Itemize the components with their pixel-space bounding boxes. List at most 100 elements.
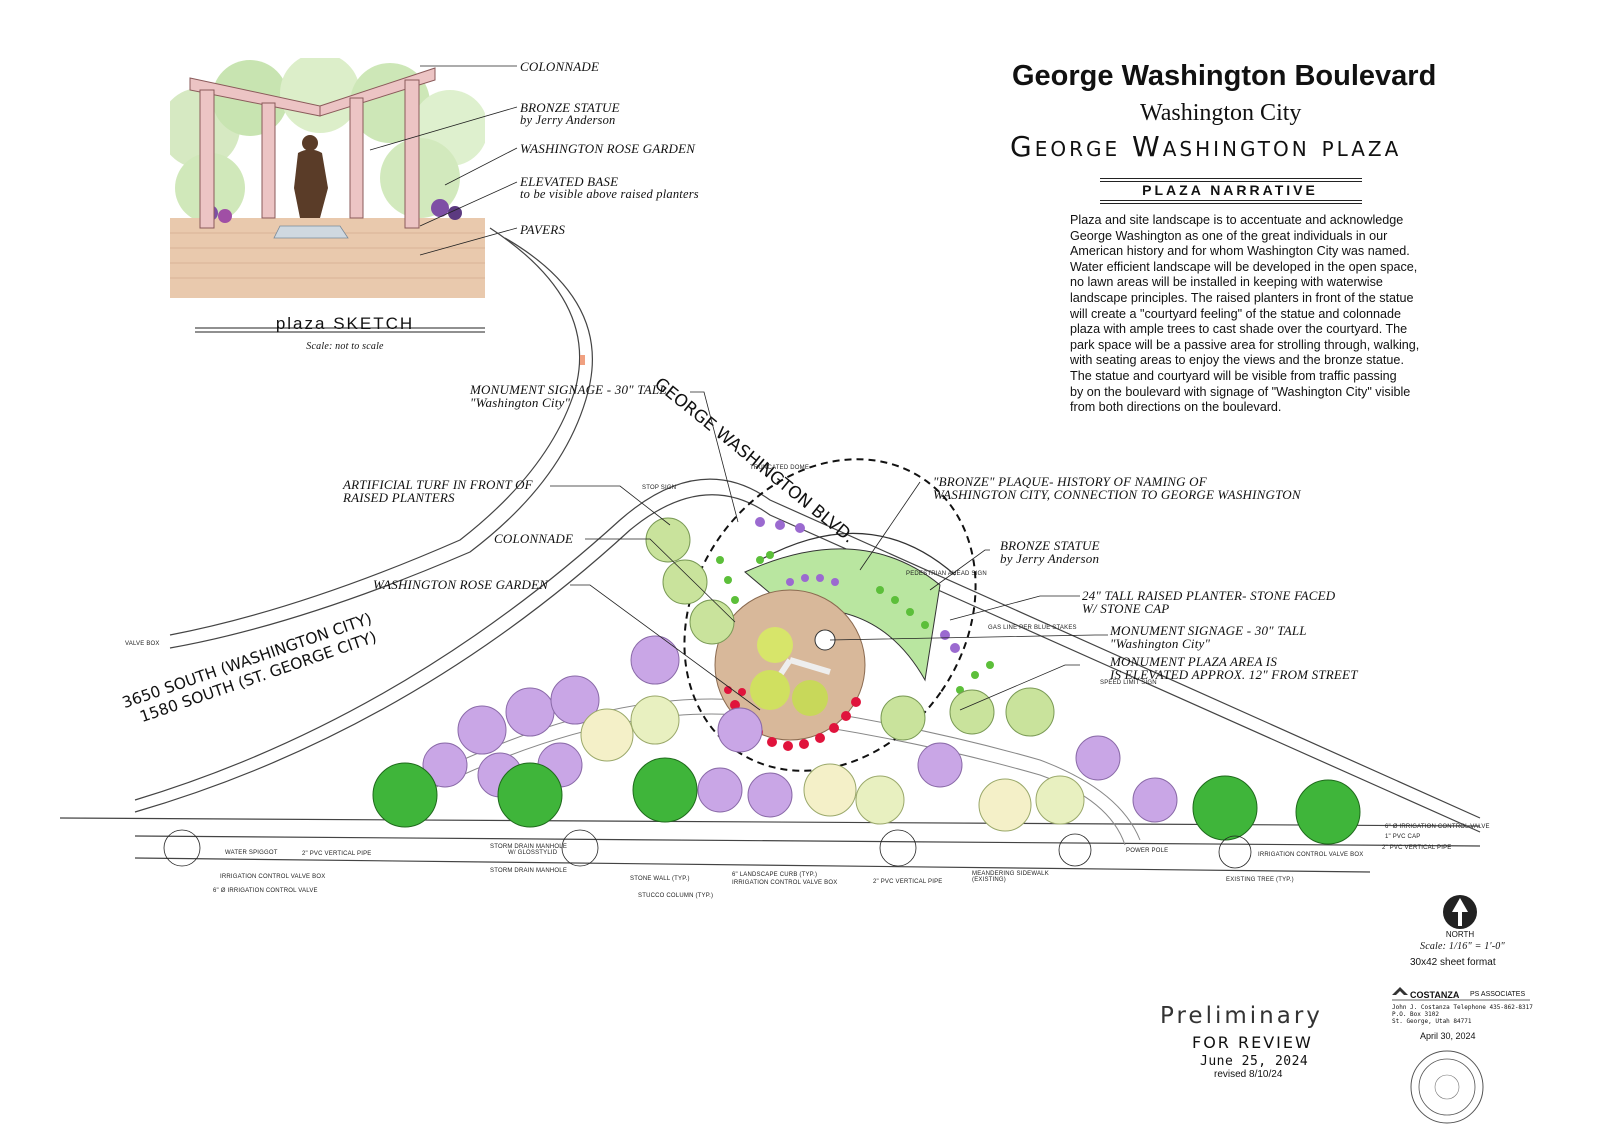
title-main: George Washington Boulevard [1012, 60, 1437, 92]
narrative-line: from both directions on the boulevard. [1070, 400, 1282, 415]
sketch-callout-base-note: to be visible above raised planters [520, 187, 699, 201]
label-truncated-dome: TRUNCATED DOME [750, 465, 810, 471]
label-stone-wall: STONE WALL (TYP.) [630, 876, 690, 882]
survey-marker [580, 355, 585, 365]
callout-raised-planter-sub: W/ STONE CAP [1082, 601, 1170, 616]
raised-planter-wall [759, 532, 956, 576]
narrative-line: The statue and courtyard will be visible… [1070, 368, 1397, 383]
narrative-line: plaza with ample trees to cast shade ove… [1070, 322, 1408, 337]
label-storm-drain-1-line-1: STORM DRAIN MANHOLE [490, 844, 568, 850]
plan-tree [757, 627, 793, 663]
sketch-callout-colonnade: COLONNADE [520, 59, 600, 74]
firm-name: COSTANZA [1410, 990, 1460, 1000]
north-label: NORTH [1445, 930, 1475, 939]
review-date: June 25, 2024 [1200, 1054, 1309, 1069]
north-arrow-icon [1443, 895, 1477, 929]
sketch-bronze-statue [294, 135, 328, 218]
label-stucco-column: STUCCO COLUMN (TYP.) [638, 893, 714, 899]
label-sidewalk-line-2: (EXISTING) [972, 877, 1007, 883]
narrative-line: American history and for whom Washington… [1070, 244, 1410, 259]
firm-contact-line-2: P.O. Box 3102 [1392, 1011, 1439, 1018]
callout-elevated-plaza-label: MONUMENT PLAZA AREA IS [1110, 654, 1278, 669]
sketch-callout-statue: BRONZE STATUE by Jerry Anderson [520, 101, 620, 127]
trees-cream [580, 695, 1085, 832]
title-plaza: George Washington plaza [1010, 130, 1402, 163]
for-review-label: FOR REVIEW [1192, 1033, 1313, 1052]
sketch-callout-base-label: ELEVATED BASE [520, 174, 619, 189]
sketch-callout-rose-garden: WASHINGTON ROSE GARDEN [520, 141, 696, 156]
firm-contact-line-3: St. George, Utah 84771 [1392, 1018, 1472, 1025]
scale-label: Scale: 1/16" = 1'-0" [1420, 941, 1505, 952]
plan-tree [792, 680, 828, 716]
plaza-boundary-dashed [683, 458, 977, 772]
callout-monument-signage-right-label: MONUMENT SIGNAGE - 30" TALL [1110, 623, 1307, 638]
sketch-elevated-base [273, 225, 349, 239]
callout-monument-signage-left: MONUMENT SIGNAGE - 30" TALL "Washington … [470, 383, 667, 409]
narrative-line: will create a "courtyard feeling" of the… [1070, 306, 1401, 321]
callout-raised-planter-label: 24" TALL RAISED PLANTER- STONE FACED [1082, 588, 1336, 603]
callout-bronze-plaque-label: "BRONZE" PLAQUE- HISTORY OF NAMING OF [933, 474, 1207, 489]
firm-date: April 30, 2024 [1420, 1031, 1476, 1041]
sketch-callout-statue-by: by Jerry Anderson [520, 113, 616, 127]
narrative-text: Plaza and site landscape is to accentuat… [1070, 213, 1455, 416]
label-pvc-pipe-3: 2" PVC VERTICAL PIPE [1382, 845, 1452, 851]
callout-colonnade: COLONNADE [494, 531, 574, 546]
firm-contact: John J. Costanza Telephone 435-862-8317 … [1392, 1004, 1533, 1025]
narrative-line: park space will be a passive area for st… [1070, 337, 1420, 352]
trees-light-green [645, 517, 1055, 741]
label-power-pole: POWER POLE [1126, 848, 1169, 854]
purple-shrubs [755, 517, 960, 653]
sketch-callout-pavers: PAVERS [520, 222, 566, 237]
narrative-line: landscape principles. The raised planter… [1070, 290, 1414, 305]
label-irrigation-box-1: IRRIGATION CONTROL VALVE BOX [220, 874, 326, 880]
trees-bright-green [372, 757, 1361, 845]
callout-artificial-turf: ARTIFICIAL TURF IN FRONT OF RAISED PLANT… [343, 478, 533, 504]
existing-trees [163, 829, 1252, 869]
professional-seal [1410, 1050, 1484, 1124]
label-pvc-pipe-1: 2" PVC VERTICAL PIPE [302, 851, 372, 857]
narrative-line: by on the boulevard with signage of "Was… [1070, 384, 1411, 399]
label-storm-drain-2: STORM DRAIN MANHOLE [490, 868, 568, 874]
label-speed-sign: SPEED LIMIT SIGN [1100, 680, 1157, 686]
label-valve-box: VALVE BOX [125, 641, 160, 647]
sheet-format-label: 30x42 sheet format [1410, 957, 1496, 968]
callout-bronze-plaque-sub: WASHINGTON CITY, CONNECTION TO GEORGE WA… [933, 487, 1301, 502]
label-irrigation-valve-2: 6" Ø IRRIGATION CONTROL VALVE [1385, 824, 1490, 830]
firm-contact-line-1: John J. Costanza Telephone 435-862-8317 [1392, 1004, 1533, 1011]
callout-raised-planter: 24" TALL RAISED PLANTER- STONE FACED W/ … [1082, 589, 1335, 615]
label-pvc-pipe-2: 2" PVC VERTICAL PIPE [873, 879, 943, 885]
narrative-line: Plaza and site landscape is to accentuat… [1070, 213, 1404, 227]
label-existing-tree: EXISTING TREE (TYP.) [1226, 877, 1294, 883]
callout-monument-signage-left-sub: "Washington City" [470, 395, 571, 410]
callout-bronze-statue: BRONZE STATUE by Jerry Anderson [1000, 539, 1100, 565]
label-irrigation-box-2: IRRIGATION CONTROL VALVE BOX [732, 880, 838, 886]
callout-artificial-turf-label: ARTIFICIAL TURF IN FRONT OF [343, 477, 533, 492]
callout-monument-signage-right-sub: "Washington City" [1110, 636, 1211, 651]
label-irrigation-valve-1: 6" Ø IRRIGATION CONTROL VALVE [213, 888, 318, 894]
callout-monument-signage-right: MONUMENT SIGNAGE - 30" TALL "Washington … [1110, 624, 1307, 650]
callout-bronze-plaque: "BRONZE" PLAQUE- HISTORY OF NAMING OF WA… [933, 475, 1301, 501]
plan-tree [750, 670, 790, 710]
narrative-line: with seating areas to enjoy the views an… [1070, 353, 1404, 368]
plan-leader-lines [550, 391, 1108, 711]
callout-monument-signage-left-label: MONUMENT SIGNAGE - 30" TALL [470, 382, 667, 397]
label-storm-drain-1-line-2: W/ GLOSSTYLID [508, 850, 558, 856]
label-sidewalk-line-1: MEANDERING SIDEWALK [972, 871, 1049, 877]
narrative-line: Water efficient landscape will be develo… [1070, 259, 1418, 274]
revised-date: revised 8/10/24 [1214, 1069, 1283, 1080]
label-gas-line: GAS LINE PER BLUE STAKES [988, 625, 1077, 631]
callout-bronze-statue-sub: by Jerry Anderson [1000, 551, 1100, 566]
narrative-line: George Washington as one of the great in… [1070, 228, 1388, 243]
firm-associates: PS ASSOCIATES [1470, 991, 1526, 998]
title-city: Washington City [1140, 100, 1302, 126]
sketch-heading: plaza SKETCH [275, 314, 415, 333]
sketch-callout-base: ELEVATED BASE to be visible above raised… [520, 175, 699, 201]
narrative-rule-bottom [1100, 200, 1362, 204]
sketch-scale-note: Scale: not to scale [306, 341, 384, 352]
label-pedestrian-sign: PEDESTRIAN AHEAD SIGN [906, 571, 987, 577]
callout-elevated-plaza: MONUMENT PLAZA AREA IS IS ELEVATED APPRO… [1110, 655, 1358, 681]
narrative-line: no lawn areas will be installed in keepi… [1070, 275, 1383, 290]
label-landscape-curb: 6" LANDSCAPE CURB (TYP.) [732, 872, 818, 878]
label-stop-sign: STOP SIGN [642, 485, 677, 491]
